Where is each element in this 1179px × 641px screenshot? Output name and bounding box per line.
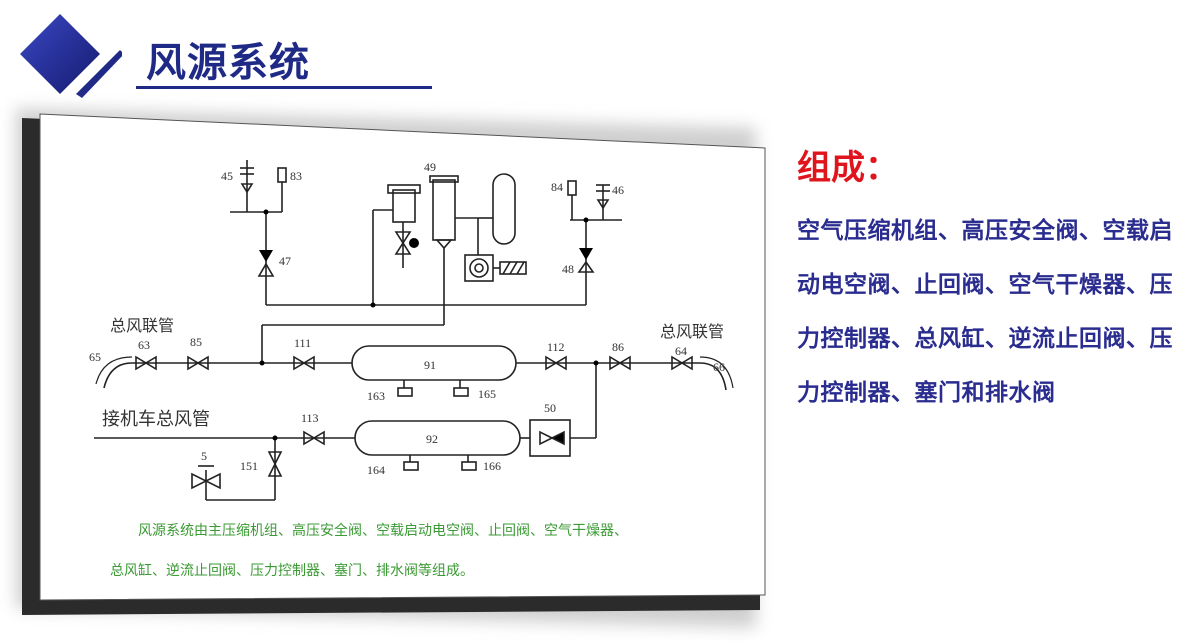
label-151: 151 xyxy=(240,459,258,473)
label-63: 63 xyxy=(138,338,150,352)
header-logo-icon xyxy=(20,14,122,98)
label-64: 64 xyxy=(675,344,687,358)
label-main-link-right: 总风联管 xyxy=(660,323,724,341)
label-112: 112 xyxy=(547,340,565,354)
label-49: 49 xyxy=(424,160,436,174)
page-title: 风源系统 xyxy=(146,40,310,86)
label-113: 113 xyxy=(301,411,319,425)
label-66: 66 xyxy=(713,360,725,374)
label-92: 92 xyxy=(426,432,438,446)
composition-body: 空气压缩机组、高压安全阀、空载启动电空阀、止回阀、空气干燥器、压力控制器、总风缸… xyxy=(797,218,1173,406)
label-48: 48 xyxy=(562,262,574,276)
title-underline xyxy=(136,86,432,89)
diagram-panel: 45 83 49 84 46 47 48 65 63 85 111 91 112… xyxy=(0,100,780,640)
caption-line-1: 风源系统由主压缩机组、高压安全阀、空载启动电空阀、止回阀、空气干燥器、 xyxy=(138,522,628,539)
label-166: 166 xyxy=(483,459,501,473)
label-85: 85 xyxy=(190,335,202,349)
label-165: 165 xyxy=(478,387,496,401)
air-source-diagram: 45 83 49 84 46 47 48 65 63 85 111 91 112… xyxy=(22,113,766,615)
label-5: 5 xyxy=(201,449,207,463)
label-83: 83 xyxy=(290,169,302,183)
label-86: 86 xyxy=(612,340,624,354)
label-main-link-left: 总风联管 xyxy=(110,317,174,335)
composition-heading: 组成： xyxy=(797,148,899,188)
caption-line-2: 总风缸、逆流止回阀、压力控制器、塞门、排水阀等组成。 xyxy=(110,562,474,579)
label-50: 50 xyxy=(544,401,556,415)
label-45: 45 xyxy=(221,169,233,183)
label-111: 111 xyxy=(294,336,311,350)
label-65: 65 xyxy=(89,350,101,364)
label-loco-pipe: 接机车总风管 xyxy=(102,409,210,429)
label-91: 91 xyxy=(424,358,436,372)
label-164: 164 xyxy=(367,463,385,477)
label-84: 84 xyxy=(551,180,563,194)
label-46: 46 xyxy=(612,183,624,197)
label-47: 47 xyxy=(279,254,291,268)
label-163: 163 xyxy=(367,389,385,403)
